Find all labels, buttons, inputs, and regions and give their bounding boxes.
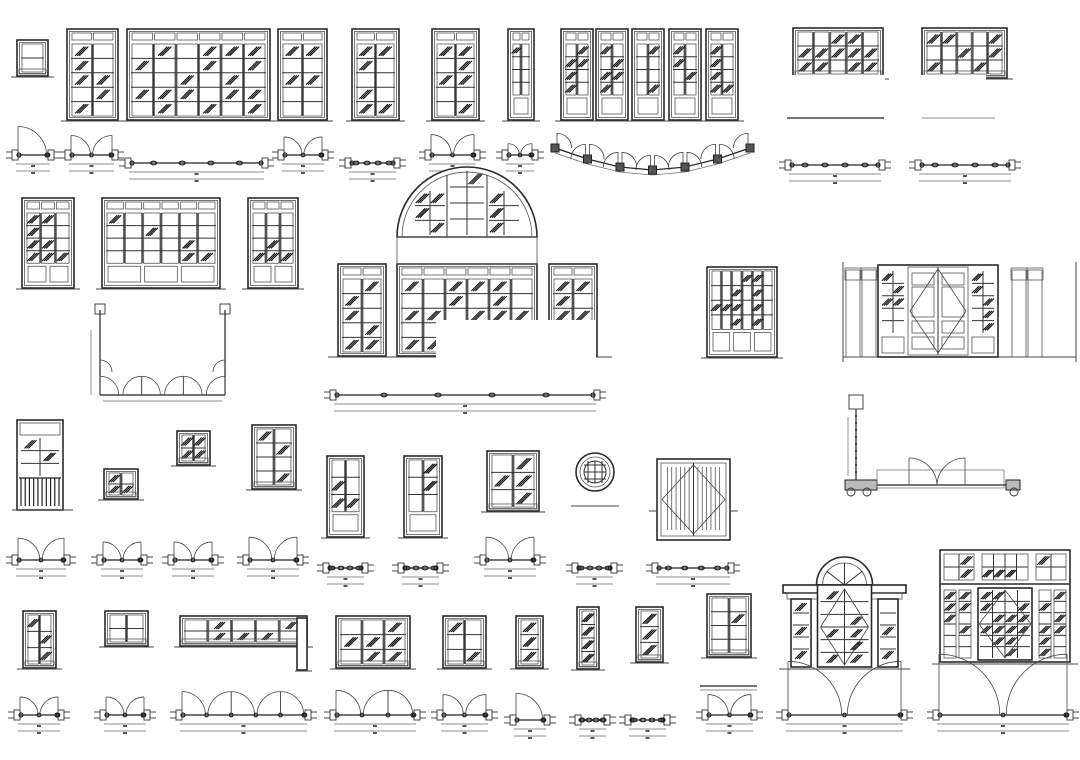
plan-ribbon-window [170,691,317,734]
elevation-ribbon-window [174,615,313,648]
elevation-narrow-casement [17,610,62,670]
elevation-awning-window [630,606,669,664]
blank-regions [100,75,995,691]
plan-transom-entrance [927,653,1079,734]
plan-triple-window [324,689,426,734]
plan-fixed-glazing [119,157,274,182]
bay-window-plan [550,132,755,176]
elevation-arched-fanlight-left-door [332,263,392,358]
elevation-triple-window [330,615,416,670]
plan-balcony-door [6,537,76,579]
elevation-french-door-3 [426,28,485,122]
elevation-single-casement-2 [571,606,605,671]
elevation-window-with-door [916,27,1013,80]
elevation-garage-door [649,458,738,541]
elevation-single-casement-1 [510,615,549,670]
elevation-single-door-1 [321,455,370,539]
elevation-bookcase-door-center [96,197,226,290]
plan-short-window [94,696,156,734]
plan-narrow-door [496,143,544,174]
elevation-square-grid-window [701,266,783,359]
elevation-casement-pair [481,450,545,513]
plan-single-door-2 [392,562,449,587]
elevation-bay-door-4 [663,28,707,122]
plan-small-casement [6,126,60,174]
elevation-tall-window [246,424,302,491]
plan-arched-fanlight [324,389,606,414]
elevation-bay-door-5 [700,28,744,122]
elevation-bay-door-1 [555,28,599,122]
plan-french-door-left [59,135,124,174]
plan-corner-window [779,159,891,184]
corner-door-plan [844,394,1021,497]
plan-single-casement-1 [504,693,556,739]
elevation-narrow-door [502,28,540,122]
plan-arched-entrance [776,660,913,734]
elevation-entrance-door-sidelights [842,262,1077,362]
elevation-small-window-1 [98,468,144,501]
plan-window-door [909,159,1021,184]
plan-small-window-1 [91,541,153,579]
elevation-french-door-pair-right [272,28,333,122]
elevation-round-window [571,452,619,507]
plan-small-window-2 [162,541,224,579]
plan-double-casement [431,694,498,734]
elevation-corner-window [787,27,889,80]
elevation-balcony-door [12,419,73,511]
elevation-short-window [99,610,154,648]
elevation-bookcase-door-right [242,197,304,290]
plan-tall-window [237,536,309,579]
elevation-bookcase-door-left [16,197,80,290]
elevation-bay-door-3 [626,28,670,122]
plan-round-window [566,562,623,587]
elevation-small-window-2 [171,430,216,467]
plan-door-2 [339,157,406,182]
elevation-transom-entrance [932,549,1078,665]
plan-single-door-1 [317,562,374,587]
elevation-arched-entrance [779,556,910,670]
plan-transom-window [696,694,763,734]
plan-garage-door [646,562,740,587]
plan-single-casement-2 [569,714,616,739]
plan-casement-pair [474,536,546,579]
elevation-french-door-pair-left [61,28,124,122]
elevation-transom-window [701,593,757,659]
elevation-double-casement [437,615,492,670]
elevation-french-door-triple [121,28,276,122]
elevation-french-door-2 [346,28,405,122]
plan-awning [619,714,676,739]
elevation-single-door-2 [398,455,448,539]
elevation-bay-door-2 [590,28,634,122]
elevation-small-casement [11,39,54,78]
bay-balcony-plan [90,303,231,402]
plan-french-door-right [272,136,334,174]
plan-narrow-casement [8,696,70,734]
